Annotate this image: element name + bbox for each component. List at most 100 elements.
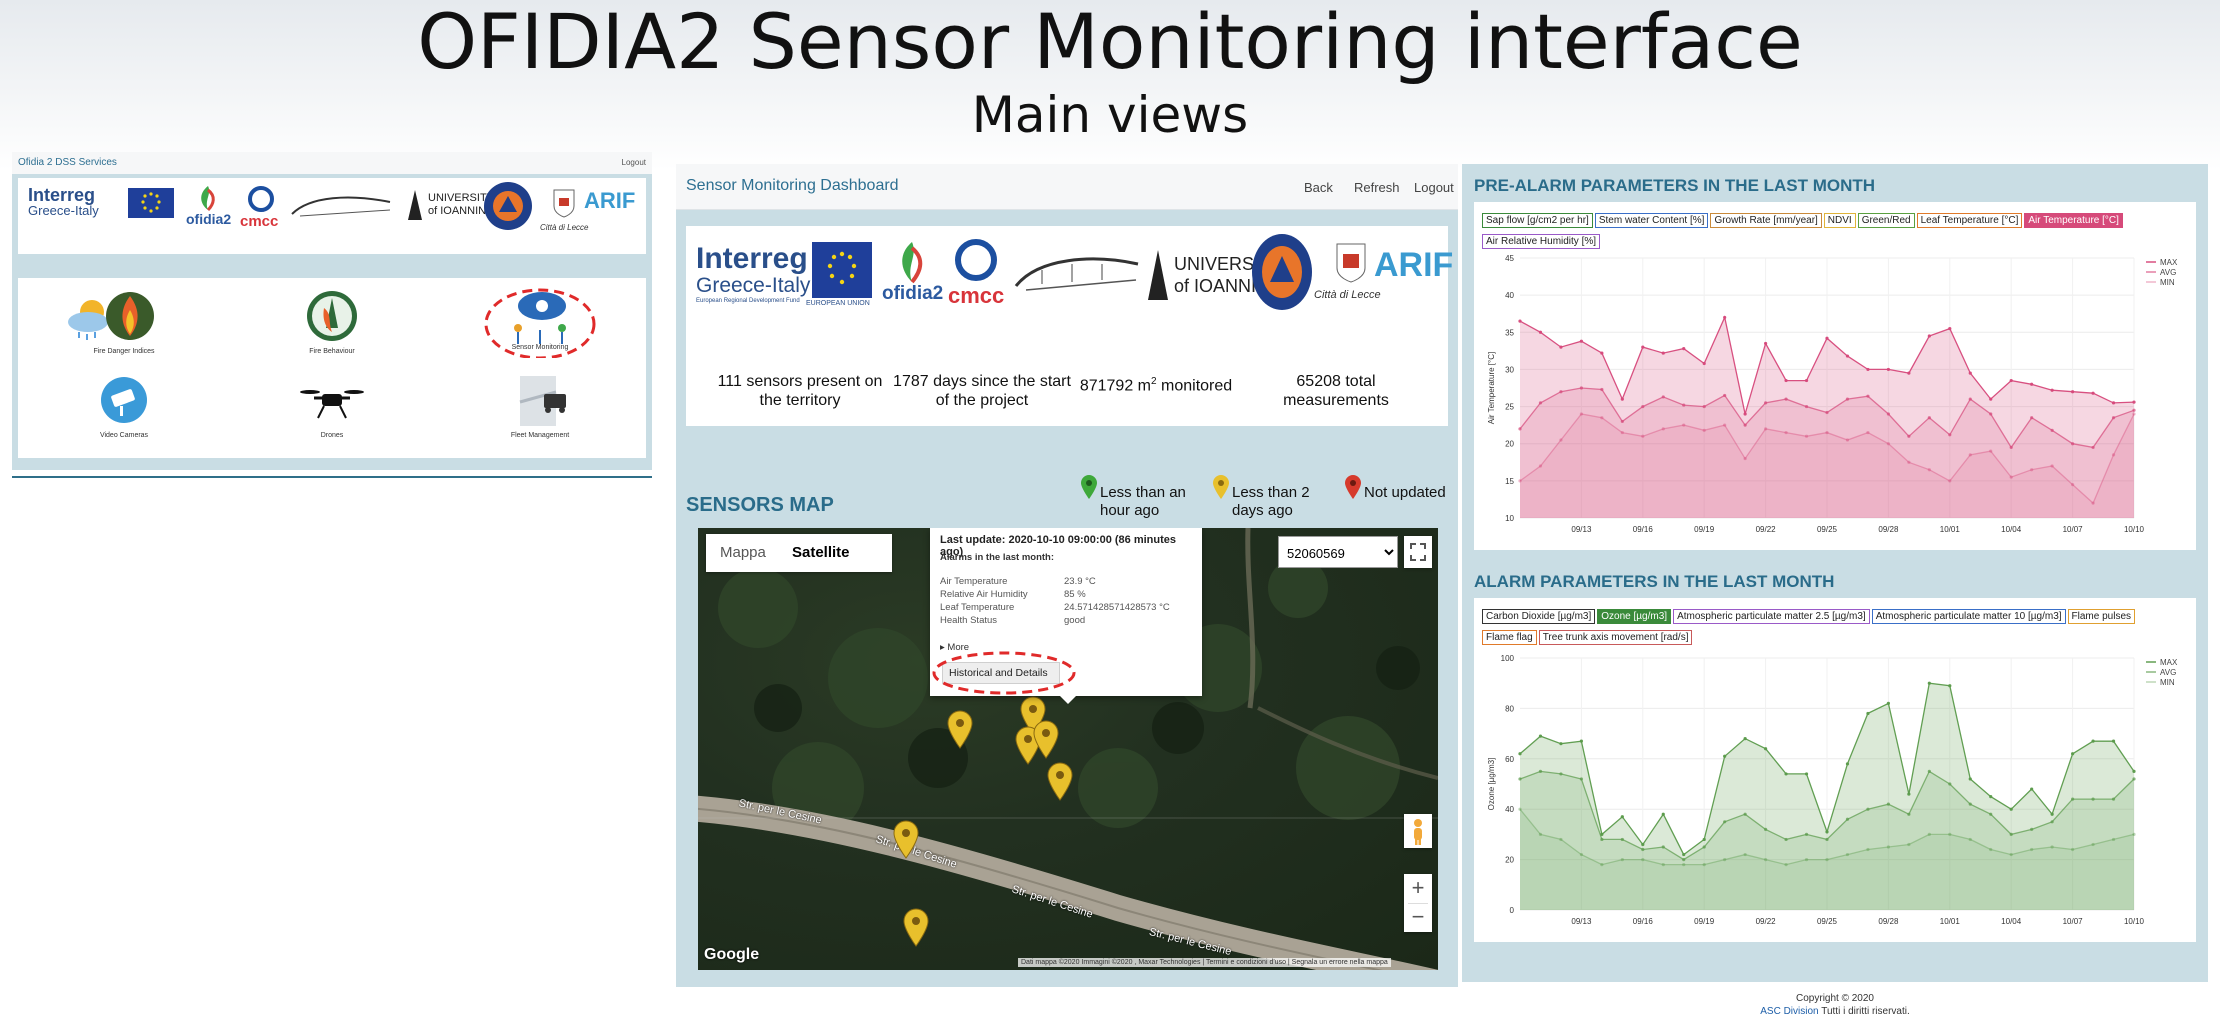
parameter-chip[interactable]: Flame pulses xyxy=(2067,609,2135,624)
parameter-chip[interactable]: Carbon Dioxide [µg/m3] xyxy=(1482,609,1596,624)
zoom-out-button[interactable]: − xyxy=(1411,904,1425,929)
sensor-id-select[interactable]: 52060569 xyxy=(1278,536,1398,568)
university-ioannina-logo: UNIVERSITY of IOANNINA xyxy=(1144,248,1282,307)
y-tick-label: 20 xyxy=(1505,440,1514,449)
video-cameras-tile[interactable]: Video Cameras xyxy=(44,372,204,448)
data-point xyxy=(1559,772,1563,776)
dss-app-title[interactable]: Ofidia 2 DSS Services xyxy=(18,157,117,168)
legend-label[interactable]: MAX xyxy=(2160,258,2178,267)
data-point xyxy=(1743,412,1747,416)
parameter-chip[interactable]: Tree trunk axis movement [rad/s] xyxy=(1538,630,1693,645)
data-point xyxy=(1641,842,1645,847)
cmcc-logo: cmcc xyxy=(240,186,282,230)
data-point xyxy=(1600,351,1604,355)
ofidia2-logo: ofidia2 xyxy=(186,184,231,227)
refresh-link[interactable]: Refresh xyxy=(1354,180,1400,195)
data-point xyxy=(1661,427,1665,431)
data-point xyxy=(1538,401,1543,405)
sensor-marker-yellow[interactable] xyxy=(893,820,919,859)
legend-label[interactable]: MIN xyxy=(2160,678,2175,687)
legend-label: Less than 2 days ago xyxy=(1232,484,1310,519)
sensors-map[interactable]: Str. per le Cesine Str. per le Cesine St… xyxy=(698,528,1438,970)
parameter-chip[interactable]: NDVI xyxy=(1823,213,1856,228)
legend-label[interactable]: AVG xyxy=(2160,668,2176,677)
fire-danger-tile[interactable]: Fire Danger Indices xyxy=(44,288,204,358)
data-point xyxy=(1682,852,1686,857)
zoom-in-button[interactable]: + xyxy=(1411,875,1425,900)
sensor-monitoring-tile[interactable]: Sensor Monitoring xyxy=(460,284,620,360)
parameter-chip[interactable]: Stem water Content [%] xyxy=(1594,213,1709,228)
parameter-chip[interactable]: Growth Rate [mm/year] xyxy=(1710,213,1822,228)
tile-label: Fire Danger Indices xyxy=(93,348,155,355)
data-point xyxy=(1968,777,1972,781)
data-point xyxy=(1825,830,1829,834)
map-type-mappa-button[interactable]: Mappa xyxy=(720,544,766,561)
asc-division-link[interactable]: ASC Division xyxy=(1760,1006,1819,1017)
map-type-satellite-button[interactable]: Satellite xyxy=(792,544,850,561)
fire-behaviour-tile[interactable]: Fire Behaviour xyxy=(252,288,412,358)
historical-details-button[interactable]: Historical and Details xyxy=(942,662,1060,684)
data-point xyxy=(1743,423,1747,427)
data-point xyxy=(1723,858,1727,862)
legend-label[interactable]: MAX xyxy=(2160,658,2178,667)
data-point xyxy=(1620,815,1624,819)
alarm-parameter-chips: Carbon Dioxide [µg/m3]Ozone [µg/m3]Atmos… xyxy=(1482,606,2182,648)
data-point xyxy=(1641,858,1645,862)
street-view-button[interactable] xyxy=(1404,814,1432,848)
cmcc-logo: cmcc xyxy=(948,238,1004,309)
citta-di-lecce-logo: Città di Lecce xyxy=(1314,240,1381,301)
pre-alarm-chart-card: Sap flow [g/cm2 per hr]Stem water Conten… xyxy=(1474,202,2196,550)
data-point xyxy=(1518,777,1522,781)
logout-link[interactable]: Logout xyxy=(1414,180,1454,195)
stat-sensors: 111 sensors present on the territory xyxy=(717,373,883,409)
back-link[interactable]: Back xyxy=(1304,180,1333,195)
pegman-icon xyxy=(1414,819,1422,845)
sensor-marker-yellow[interactable] xyxy=(1047,762,1073,801)
legend-label[interactable]: MIN xyxy=(2160,278,2175,287)
x-tick-label: 09/28 xyxy=(1878,525,1899,534)
drones-tile[interactable]: Drones xyxy=(252,372,412,448)
legend-label: Less than an hour ago xyxy=(1100,484,1186,519)
citta-di-lecce-logo: Città di Lecce xyxy=(540,186,588,232)
dashboard-title[interactable]: Sensor Monitoring Dashboard xyxy=(686,177,899,194)
legend-label[interactable]: AVG xyxy=(2160,268,2176,277)
data-point xyxy=(1538,832,1543,836)
alarm-title: ALARM PARAMETERS IN THE LAST MONTH xyxy=(1474,572,1835,591)
data-point xyxy=(1641,404,1645,409)
parameter-chip[interactable]: Air Temperature [°C] xyxy=(2024,213,2123,228)
x-tick-label: 10/07 xyxy=(2063,525,2084,534)
popup-value: good xyxy=(1064,615,1086,626)
fire-behaviour-icon xyxy=(307,291,357,341)
fullscreen-button[interactable] xyxy=(1404,536,1432,568)
dss-logout-link[interactable]: Logout xyxy=(621,158,646,167)
fleet-management-tile[interactable]: Fleet Management xyxy=(460,372,620,448)
parameter-chip[interactable]: Green/Red xyxy=(1857,213,1915,228)
map-attribution[interactable]: Dati mappa ©2020 Immagini ©2020 , Maxar … xyxy=(1018,958,1391,967)
parameter-chip[interactable]: Atmospheric particulate matter 2.5 [µg/m… xyxy=(1673,609,1870,624)
data-point xyxy=(1538,734,1543,738)
sensor-marker-yellow[interactable] xyxy=(1033,720,1059,759)
data-point xyxy=(1559,837,1563,842)
parameter-chip[interactable]: Ozone [µg/m3] xyxy=(1597,609,1672,624)
data-point xyxy=(1559,390,1563,394)
data-point xyxy=(1743,737,1747,741)
parameter-chip[interactable]: Atmospheric particulate matter 10 [µg/m3… xyxy=(1871,609,2066,624)
popup-key: Air Temperature xyxy=(940,576,1008,587)
x-tick-label: 09/28 xyxy=(1878,917,1899,926)
parameter-chip[interactable]: Flame flag xyxy=(1482,630,1537,645)
y-tick-label: 60 xyxy=(1505,755,1514,764)
sensor-marker-yellow[interactable] xyxy=(903,908,929,947)
data-point xyxy=(2091,842,2095,847)
data-point xyxy=(1968,371,1972,375)
data-point xyxy=(1927,769,1931,773)
popup-value: 24.571428571428573 °C xyxy=(1064,602,1170,613)
dashboard-summary-card: Interreg Greece-Italy European Regional … xyxy=(686,226,1453,426)
tile-label: Drones xyxy=(320,432,344,439)
parameter-chip[interactable]: Air Relative Humidity [%] xyxy=(1482,234,1601,249)
parameter-chip[interactable]: Sap flow [g/cm2 per hr] xyxy=(1482,213,1593,228)
data-point xyxy=(1682,347,1686,351)
x-tick-label: 10/10 xyxy=(2124,917,2145,926)
sensor-marker-yellow[interactable] xyxy=(947,710,973,749)
popup-more-toggle[interactable]: ▸ More xyxy=(940,642,970,653)
parameter-chip[interactable]: Leaf Temperature [°C] xyxy=(1916,213,2023,228)
